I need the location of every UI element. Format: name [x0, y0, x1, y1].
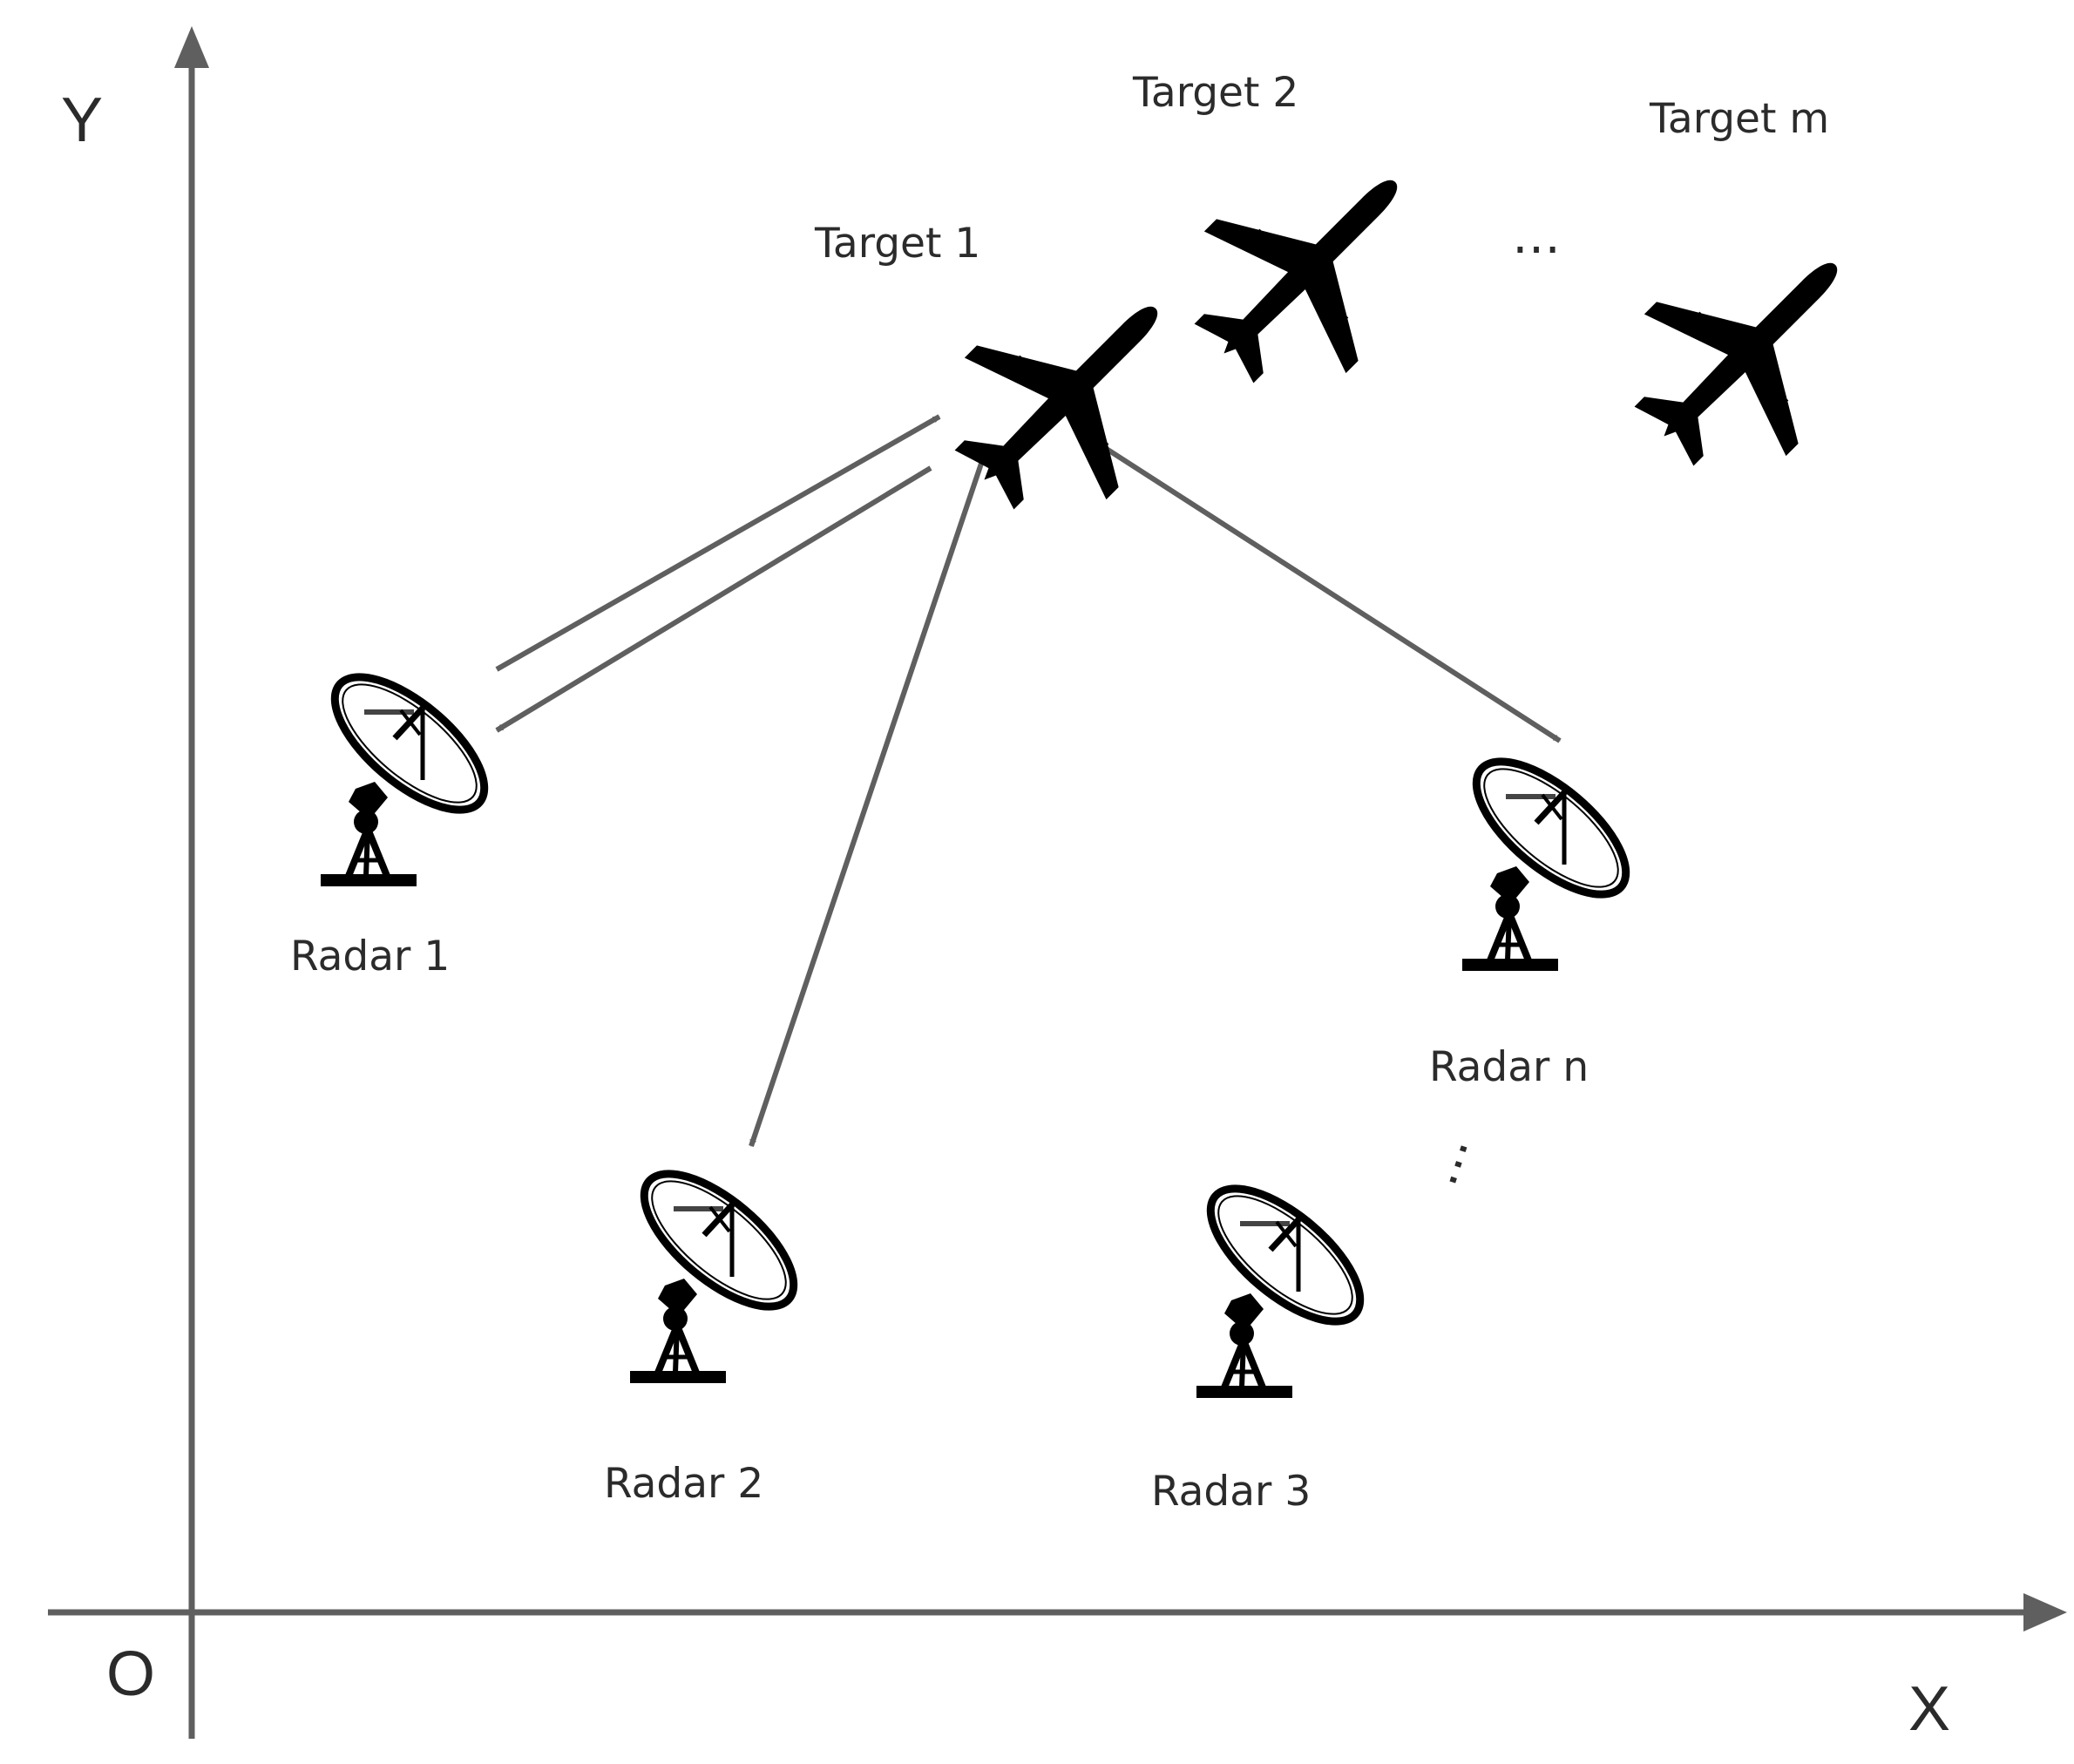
signal-links	[495, 414, 1562, 1147]
radar-3-label: Radar 3	[1151, 1468, 1311, 1516]
radar-n: Radar n	[1429, 738, 1647, 1091]
target-1-label: Target 1	[814, 220, 980, 268]
link-target-1-to-radar-1	[495, 465, 932, 733]
radar-2: Radar 2	[604, 1150, 815, 1508]
radar-3: Radar 3	[1151, 1165, 1381, 1516]
radar-dish-icon	[1190, 1165, 1381, 1398]
radar-dish-icon	[314, 654, 505, 886]
x-axis-label: X	[1908, 1674, 1950, 1744]
y-axis	[174, 26, 209, 1739]
targets-ellipsis: …	[1512, 208, 1561, 265]
x-axis	[48, 1593, 2067, 1632]
link-radar-1-to-target-1	[495, 414, 941, 672]
airplane-icon	[1593, 193, 1907, 507]
radar-1: Radar 1	[290, 654, 505, 980]
radars-ellipsis: …	[1412, 1129, 1481, 1192]
target-2: Target 2	[1132, 69, 1467, 424]
airplane-icon	[1153, 111, 1467, 424]
y-axis-label: Y	[61, 85, 103, 155]
target-m: Target m	[1593, 95, 1907, 507]
target-m-label: Target m	[1649, 95, 1829, 143]
y-axis-arrow-icon	[174, 26, 209, 68]
radar-dish-icon	[1455, 738, 1647, 971]
target-2-label: Target 2	[1132, 69, 1298, 117]
target-1: Target 1	[814, 220, 1227, 551]
origin-label: O	[106, 1639, 155, 1709]
link-target-1-to-radar-n	[1098, 442, 1562, 743]
radar-n-label: Radar n	[1429, 1043, 1589, 1091]
radar-dish-icon	[623, 1150, 815, 1383]
radar-2-label: Radar 2	[604, 1460, 763, 1508]
radar-1-label: Radar 1	[290, 933, 450, 980]
link-target-1-to-radar-2	[749, 452, 987, 1147]
airplane-icon	[913, 237, 1227, 551]
x-axis-arrow-icon	[2023, 1593, 2067, 1632]
